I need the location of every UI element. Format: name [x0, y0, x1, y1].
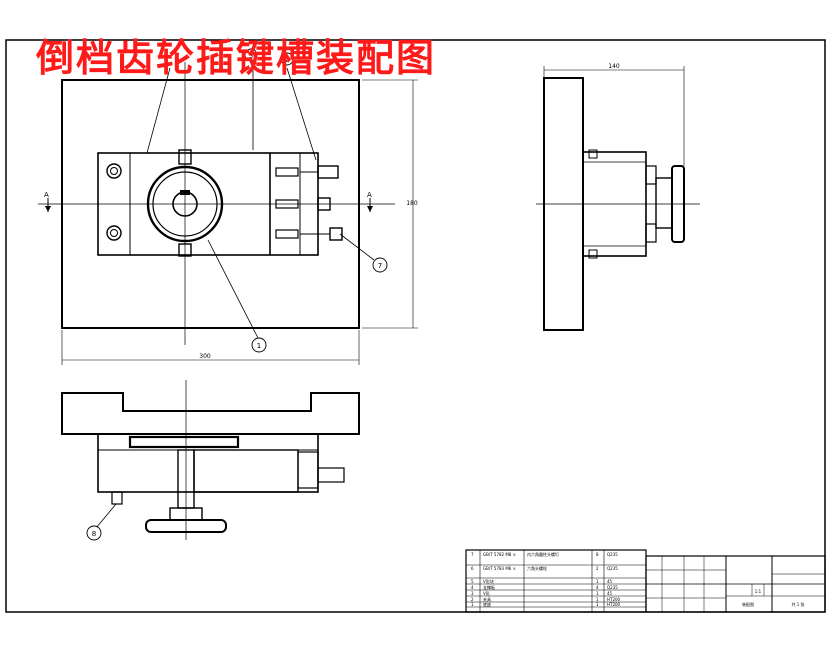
title-block-sheet: 共 1 张	[791, 601, 804, 607]
svg-text:2: 2	[285, 56, 289, 64]
svg-text:3: 3	[471, 591, 474, 596]
drawing-title: 倒档齿轮插键槽装配图	[36, 35, 437, 80]
dimension-side-width: 140	[608, 63, 620, 70]
section-marker-right: A	[367, 191, 372, 199]
svg-text:V形: V形	[483, 590, 490, 596]
section-view	[61, 380, 360, 540]
svg-text:支撑板: 支撑板	[483, 584, 495, 590]
section-marker-left: A	[44, 191, 49, 199]
svg-text:内六角圆柱头螺钉: 内六角圆柱头螺钉	[527, 551, 559, 557]
svg-text:2: 2	[596, 566, 599, 571]
svg-text:底座: 底座	[483, 601, 491, 607]
svg-text:GB/T 5782 M8 ×: GB/T 5782 M8 ×	[483, 552, 516, 557]
svg-text:夹具: 夹具	[483, 596, 491, 602]
sheet-border	[5, 39, 826, 613]
balloon-2: 2	[280, 52, 294, 66]
svg-text:6: 6	[471, 566, 474, 571]
balloon-1: 1	[251, 337, 267, 353]
svg-text:Q235: Q235	[607, 585, 618, 590]
bom-text: 7 GB/T 5782 M8 × 内六角圆柱头螺钉 8 Q235 6 GB/T …	[471, 551, 621, 607]
svg-text:4: 4	[471, 585, 474, 590]
svg-text:2: 2	[471, 597, 474, 602]
title-block	[645, 555, 826, 613]
pin-top	[106, 163, 122, 179]
svg-text:1: 1	[596, 579, 599, 584]
svg-text:V形块: V形块	[483, 578, 494, 584]
svg-text:7: 7	[378, 262, 382, 270]
gear-outer	[146, 165, 224, 243]
svg-text:1: 1	[596, 602, 599, 607]
svg-text:HT200: HT200	[607, 602, 621, 607]
svg-text:4: 4	[596, 585, 599, 590]
balloon-3: 3	[244, 48, 258, 62]
svg-text:3: 3	[249, 52, 253, 60]
svg-text:Q235: Q235	[607, 566, 618, 571]
title-block-drawing-name: 装配图	[742, 601, 754, 607]
svg-text:8: 8	[596, 552, 599, 557]
svg-text:HT200: HT200	[607, 597, 621, 602]
svg-text:7: 7	[471, 552, 474, 557]
svg-text:45: 45	[607, 579, 613, 584]
svg-text:1: 1	[596, 597, 599, 602]
svg-text:六角头螺栓: 六角头螺栓	[527, 565, 547, 571]
svg-text:8: 8	[92, 530, 96, 538]
clamp-bolt-2	[275, 197, 331, 211]
svg-text:1: 1	[596, 591, 599, 596]
svg-text:45: 45	[607, 591, 613, 596]
pin-bottom	[106, 225, 122, 241]
svg-text:Q235: Q235	[607, 552, 618, 557]
title-block-scale: 1:1	[755, 589, 762, 594]
svg-text:1: 1	[257, 342, 261, 350]
balloon-7: 7	[372, 257, 388, 273]
clamp-bolt-1	[275, 165, 339, 179]
clamp-bolt-3	[275, 227, 343, 241]
dimension-width: 300	[199, 353, 211, 360]
side-view	[536, 66, 700, 331]
balloon-8: 8	[86, 525, 102, 541]
svg-text:GB/T 5783 M6 ×: GB/T 5783 M6 ×	[483, 566, 516, 571]
svg-text:1: 1	[471, 602, 474, 607]
dimension-height: 180	[406, 200, 418, 207]
front-view	[38, 62, 418, 365]
svg-text:5: 5	[471, 579, 474, 584]
